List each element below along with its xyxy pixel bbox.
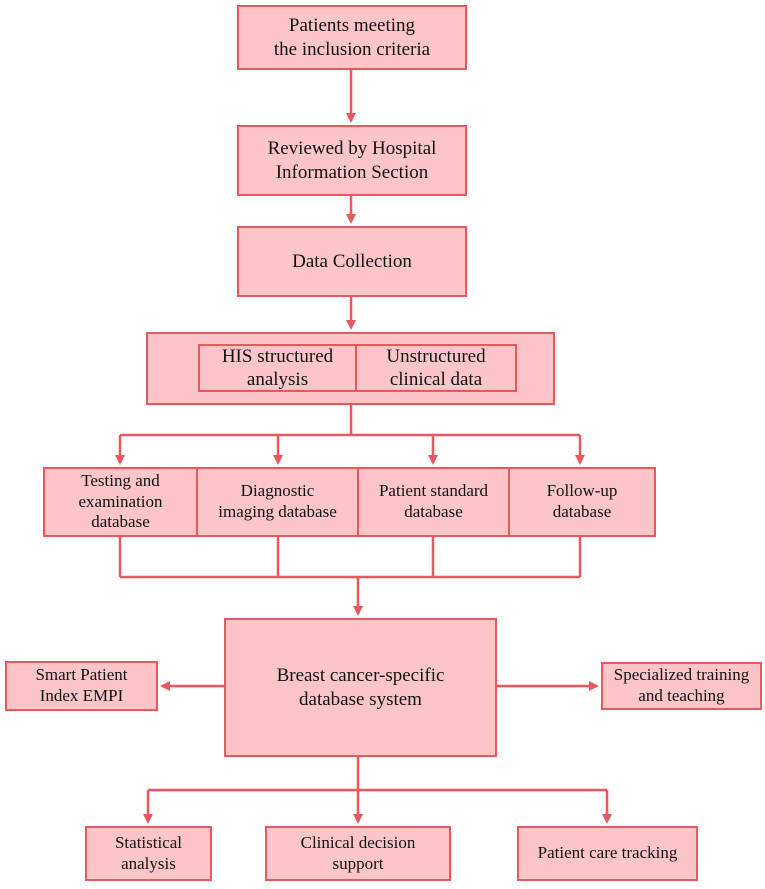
node-patient-care-tracking: Patient care tracking (517, 826, 698, 881)
node-diagnostic-imaging-database: Diagnostic imaging database (196, 467, 359, 537)
node-specialized-training-teaching: Specialized training and teaching (601, 662, 762, 710)
node-inclusion-criteria: Patients meeting the inclusion criteria (237, 5, 467, 70)
node-patient-standard-database: Patient standard database (357, 467, 510, 537)
node-clinical-decision-support: Clinical decision support (265, 826, 451, 881)
node-reviewed-by-his: Reviewed by Hospital Information Section (237, 125, 467, 196)
node-smart-patient-index-empi: Smart Patient Index EMPI (5, 661, 158, 711)
node-his-structured-analysis: HIS structured analysis (198, 344, 357, 392)
node-breast-cancer-database-system: Breast cancer-specific database system (224, 618, 497, 757)
node-testing-examination-database: Testing and examination database (43, 467, 198, 537)
node-data-collection: Data Collection (237, 226, 467, 297)
node-follow-up-database: Follow-up database (508, 467, 656, 537)
node-unstructured-clinical-data: Unstructured clinical data (355, 344, 517, 392)
node-statistical-analysis: Statistical analysis (85, 826, 212, 881)
